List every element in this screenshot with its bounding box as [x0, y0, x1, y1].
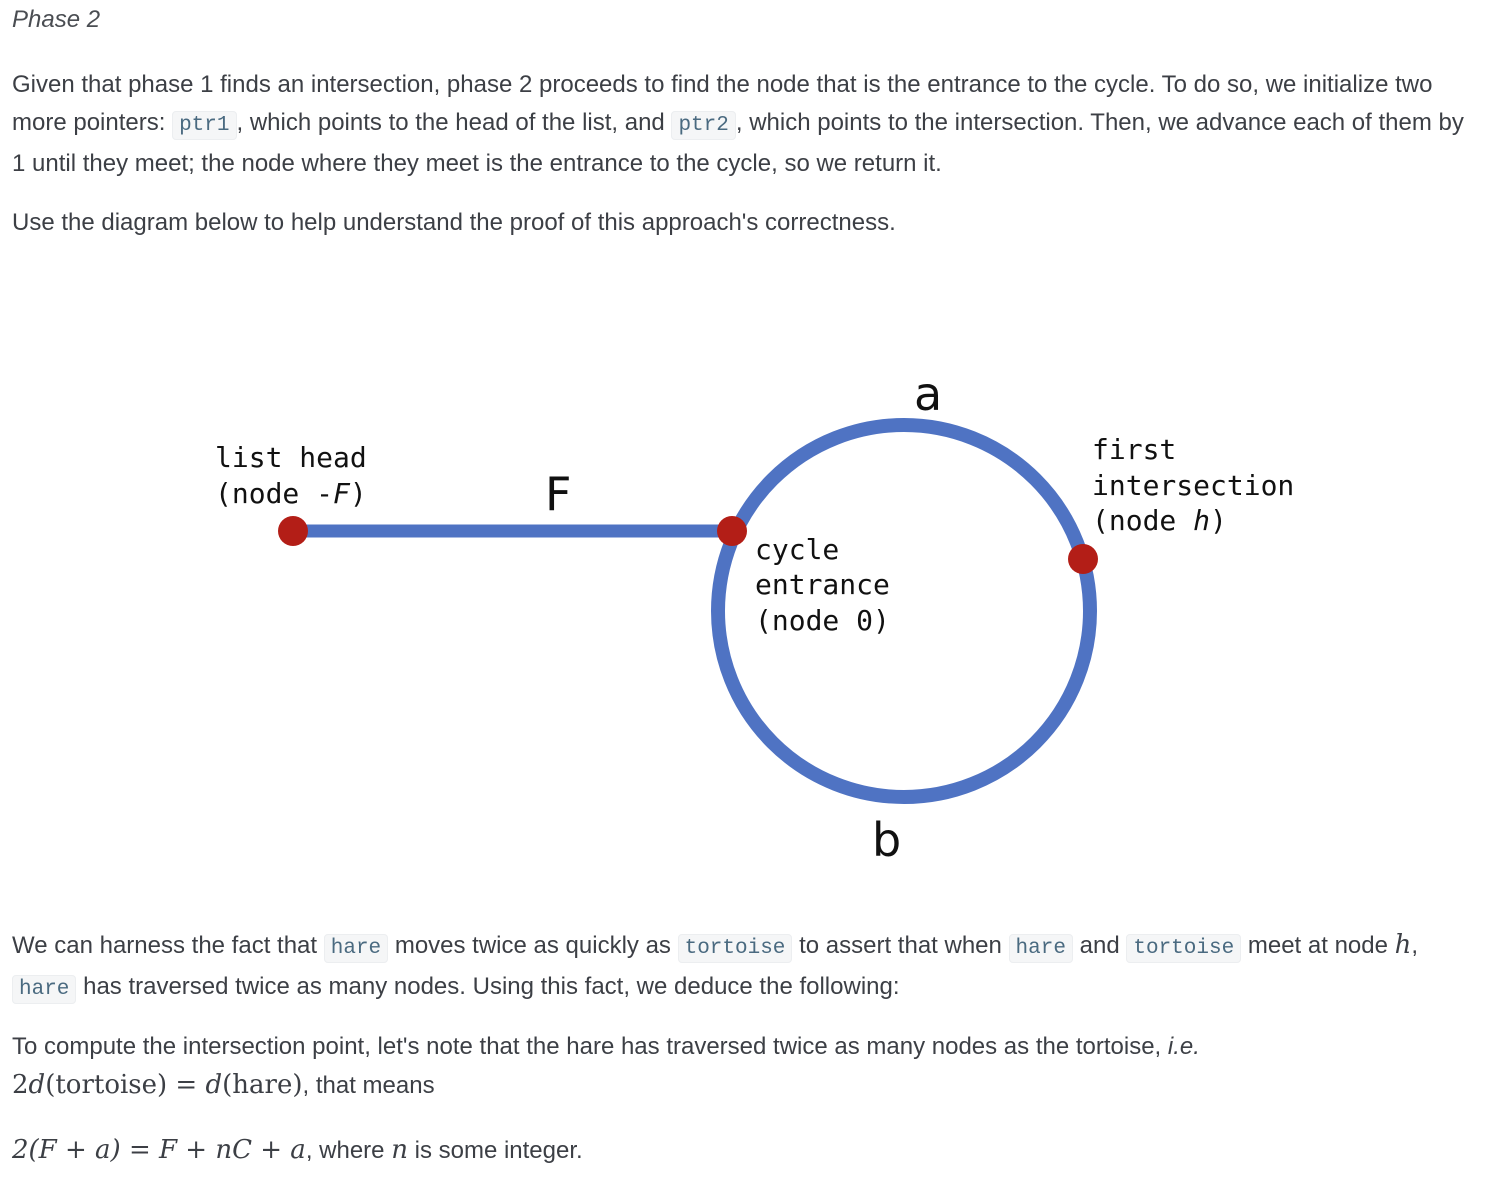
code-hare: hare [1008, 934, 1073, 963]
text: has traversed twice as many nodes. Using… [76, 973, 900, 1000]
text: Given that phase 1 finds an intersection… [12, 71, 1433, 136]
cycle-entrance-node [717, 516, 747, 546]
text: and [1072, 932, 1127, 959]
intersection-label-line1: first [1092, 433, 1176, 466]
label-b: b [872, 813, 901, 867]
section-heading: Phase 2 [12, 6, 101, 33]
cycle-diagram: a b F list head (node -F) cycle entrance… [215, 367, 1294, 867]
text: , [1411, 932, 1419, 959]
math-h: h [1394, 930, 1412, 960]
text: To compute the intersection point, let's… [12, 1033, 1168, 1060]
code-ptr2: ptr2 [671, 111, 736, 140]
code-tortoise: tortoise [677, 934, 793, 963]
list-head-label-line2: (node -F) [215, 477, 367, 510]
entrance-label-line2: entrance [755, 568, 890, 601]
code-hare: hare [12, 975, 77, 1004]
list-head-node [278, 516, 308, 546]
text: is some integer. [407, 1137, 583, 1164]
math-main-equation: 2(F + a) = F + nC + a [12, 1135, 306, 1165]
diagram-intro: Use the diagram below to help understand… [12, 209, 896, 236]
text: to assert that when [792, 932, 1009, 959]
equation-paragraph: 2(F + a) = F + nC + a, where n is some i… [12, 1131, 1482, 1170]
ie-abbrev: i.e. [1167, 1033, 1200, 1060]
text: , where [305, 1137, 392, 1164]
text: , that means [302, 1072, 435, 1099]
intersection-label-line3: (node h) [1092, 504, 1227, 537]
intersection-computation-paragraph: To compute the intersection point, let's… [12, 1028, 1482, 1105]
intersection-label-line2: intersection [1092, 469, 1294, 502]
text: , which points to the head of the list, … [236, 109, 672, 136]
text: , which points to the intersection. Then… [12, 109, 1464, 177]
label-a: a [914, 367, 942, 421]
cycle-circle [711, 418, 1097, 804]
hare-tortoise-paragraph: We can harness the fact that hare moves … [12, 926, 1482, 1009]
text: moves twice as quickly as [388, 932, 678, 959]
label-F: F [545, 467, 571, 521]
code-hare: hare [323, 934, 389, 963]
math-distance-equation: 2d(tortoise) = d(hare) [12, 1070, 303, 1100]
text: meet at node [1241, 932, 1395, 959]
phase2-description: Given that phase 1 finds an intersection… [12, 66, 1482, 183]
entrance-label-line1: cycle [755, 533, 839, 566]
code-tortoise: tortoise [1126, 934, 1242, 963]
list-head-label-line1: list head [215, 441, 367, 474]
math-n: n [391, 1135, 408, 1165]
entrance-label-line3: (node 0) [755, 604, 890, 637]
intersection-node [1068, 544, 1098, 574]
text: We can harness the fact that [12, 932, 324, 959]
code-ptr1: ptr1 [172, 111, 237, 140]
